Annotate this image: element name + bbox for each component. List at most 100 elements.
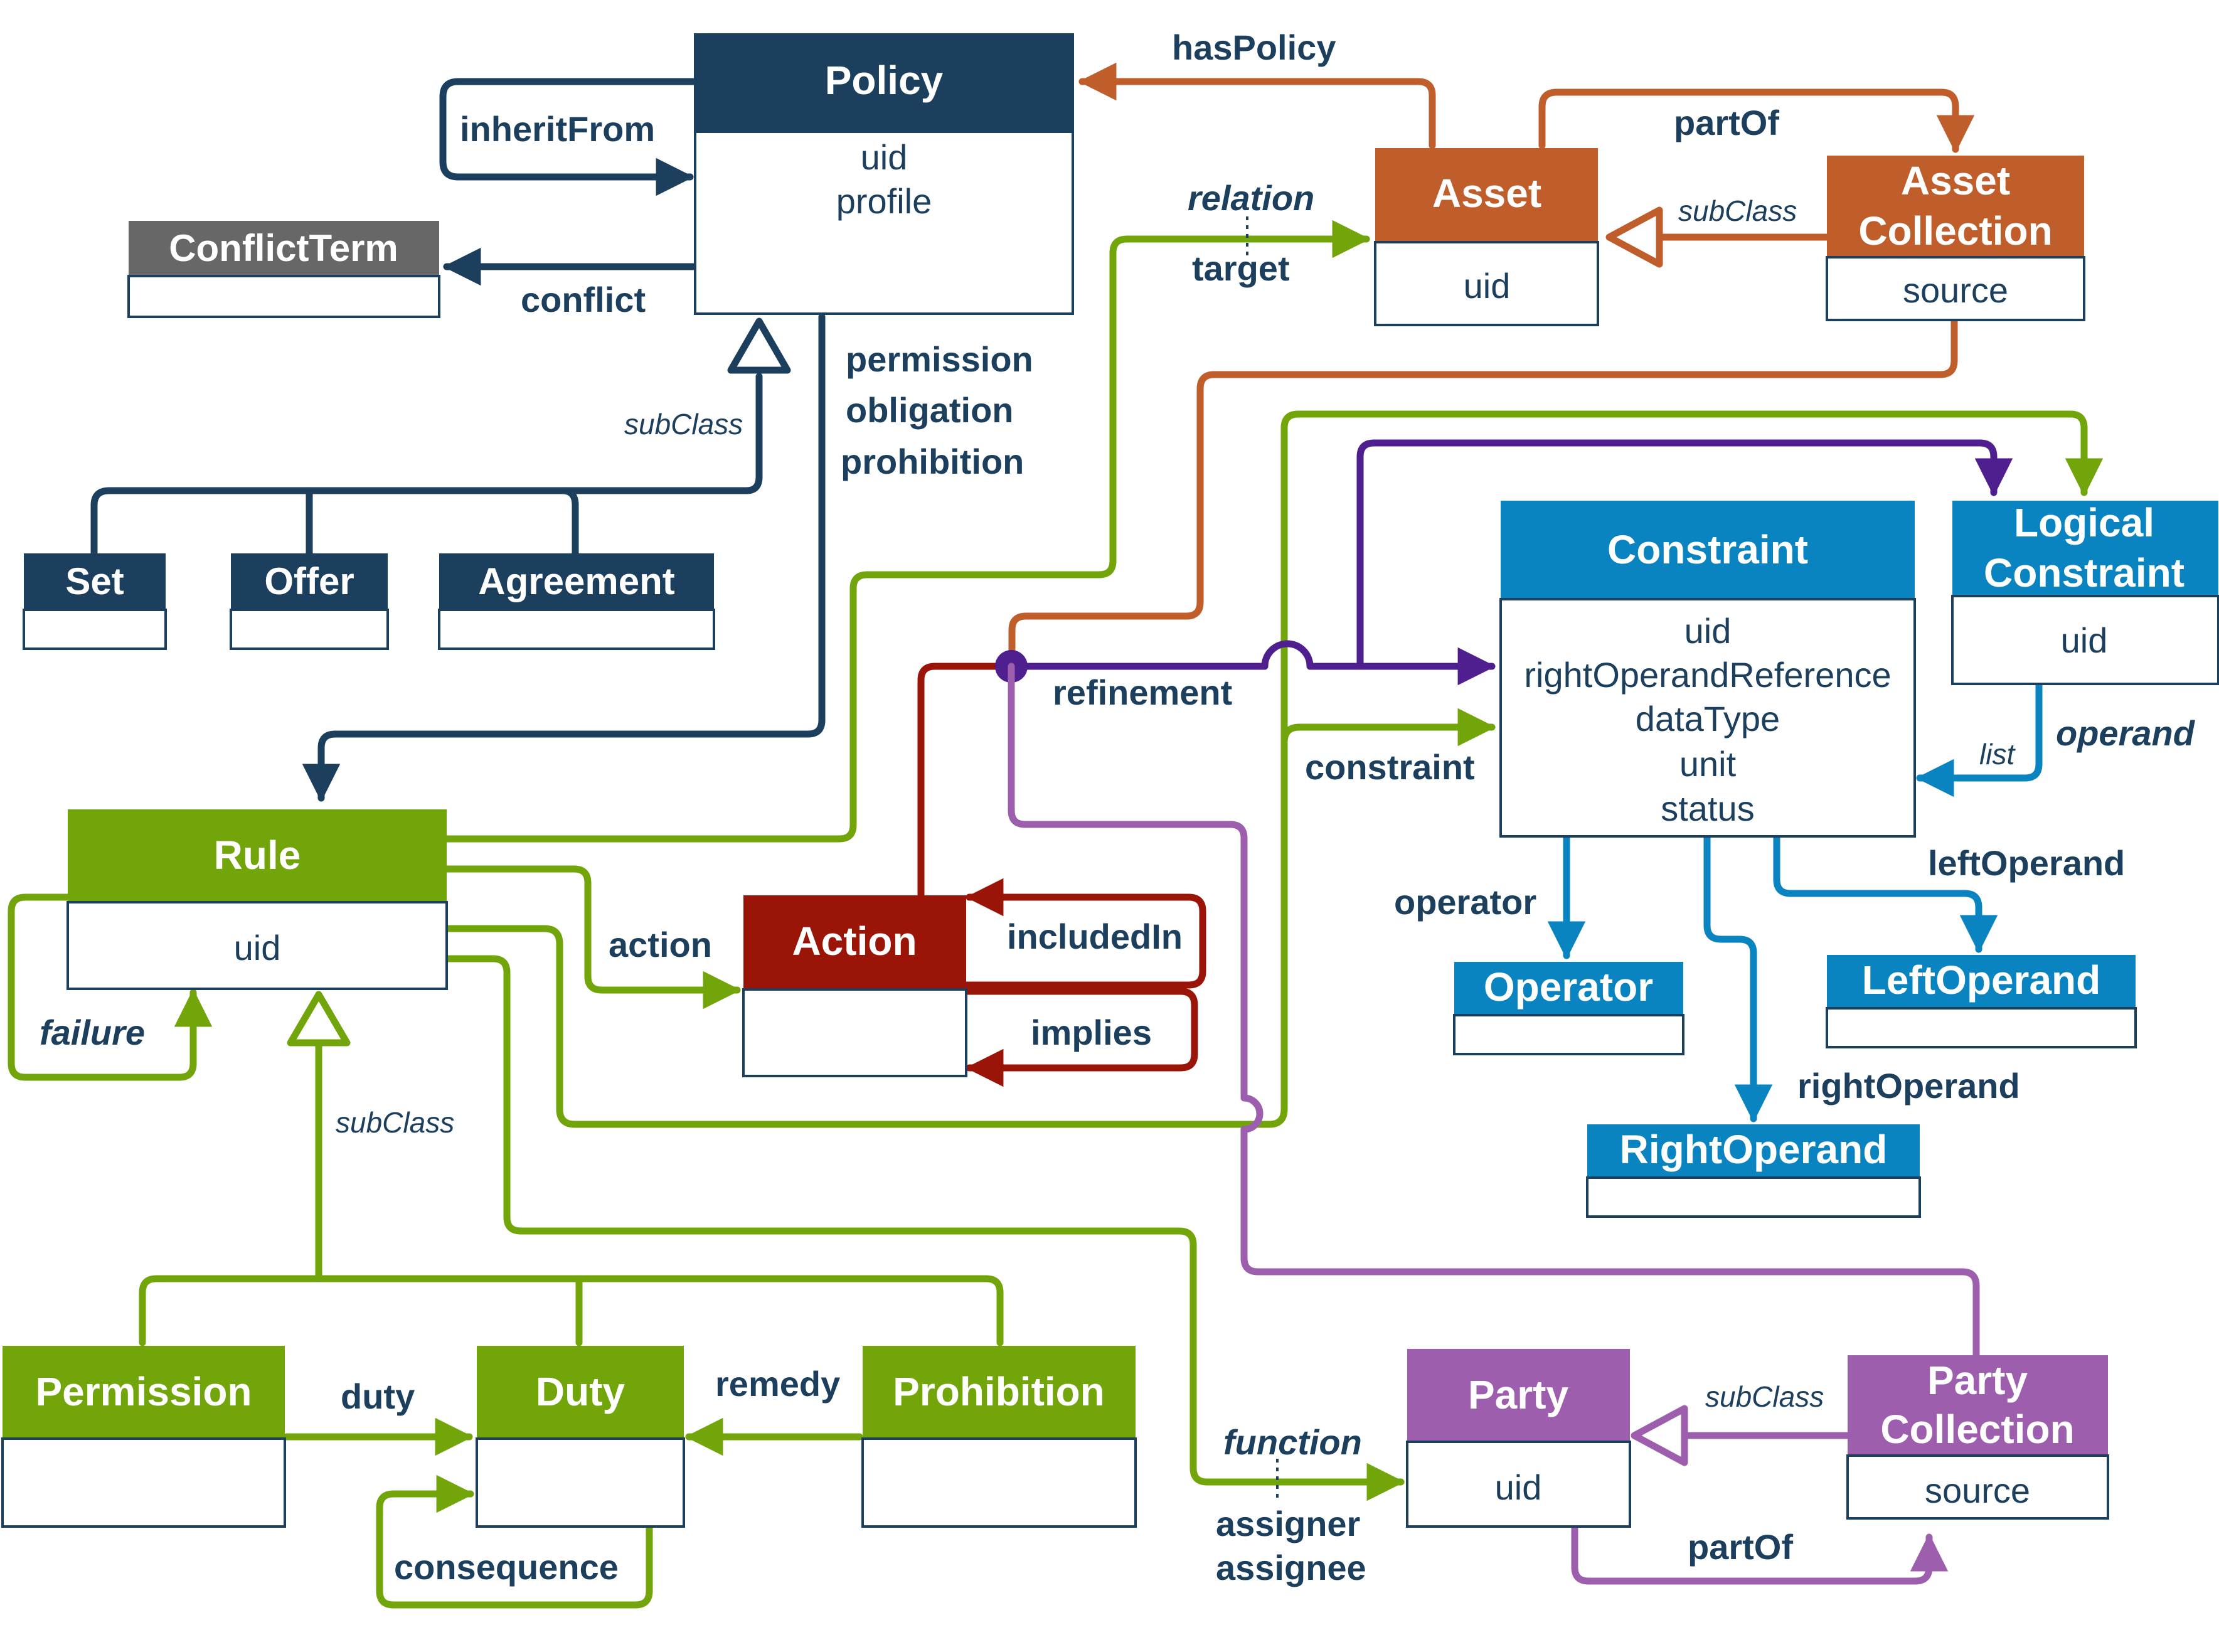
refinement-logical-connector xyxy=(1356,439,2013,670)
constraint-attr-status: status xyxy=(1661,789,1754,828)
label-prohibition: prohibition xyxy=(841,442,1024,481)
asset-collection-class[interactable]: Asset Collection source xyxy=(1826,156,2085,321)
asset-part-of-connector xyxy=(1538,88,1975,154)
implies-connector xyxy=(962,988,1198,1087)
constraint-attr-data-type: dataType xyxy=(1636,699,1780,738)
label-asset-part-of: partOf xyxy=(1674,103,1779,142)
party-title: Party xyxy=(1468,1372,1569,1417)
right-operand-connector xyxy=(1703,833,1773,1123)
policy-class[interactable]: Policy uid profile xyxy=(694,33,1074,315)
constraint-attr-uid: uid xyxy=(1684,611,1732,651)
policy-attr-uid: uid xyxy=(861,137,908,177)
agreement-branch-connector xyxy=(559,487,579,557)
label-consequence: consequence xyxy=(394,1547,619,1587)
action-title: Action xyxy=(792,919,917,964)
label-has-policy: hasPolicy xyxy=(1172,28,1336,67)
conflict-term-class[interactable]: ConflictTerm xyxy=(127,221,440,318)
asset-collection-title-line1: Asset xyxy=(1901,158,2010,203)
party-collection-title-line1: Party xyxy=(1927,1358,2028,1403)
action-connector xyxy=(443,865,742,1010)
has-policy-connector xyxy=(1078,62,1436,149)
label-asset-subclass: subClass xyxy=(1678,195,1797,227)
inherit-from-connector xyxy=(439,78,699,196)
party-class[interactable]: Party uid xyxy=(1406,1349,1631,1528)
rule-title: Rule xyxy=(214,833,301,878)
label-implies: implies xyxy=(1031,1013,1152,1052)
action-class[interactable]: Action xyxy=(742,895,967,1077)
party-collection-class[interactable]: Party Collection source xyxy=(1846,1355,2109,1520)
label-constraint: constraint xyxy=(1305,747,1475,787)
prohibition-class[interactable]: Prohibition xyxy=(861,1346,1137,1528)
permission-class[interactable]: Permission xyxy=(1,1346,286,1528)
label-remedy: remedy xyxy=(715,1364,840,1404)
class-boxes: Policy uid profile ConflictTerm Set Offe… xyxy=(1,33,2219,1528)
party-part-of-connector xyxy=(1571,1522,1949,1585)
label-left-operand: leftOperand xyxy=(1928,843,2125,883)
label-operator: operator xyxy=(1394,882,1536,922)
permission-title: Permission xyxy=(35,1369,252,1414)
asset-title: Asset xyxy=(1432,171,1541,216)
policy-subclass-triangle xyxy=(727,317,791,374)
policy-attr-profile: profile xyxy=(836,181,932,221)
asset-collection-refinement-connector xyxy=(1008,316,1958,671)
asset-collection-attr-source: source xyxy=(1903,270,2008,310)
offer-class[interactable]: Offer xyxy=(230,553,389,650)
logical-constraint-class[interactable]: Logical Constraint uid xyxy=(1951,500,2219,685)
label-operand: operand xyxy=(2056,713,2196,753)
label-right-operand: rightOperand xyxy=(1797,1066,2020,1106)
asset-subclass-triangle xyxy=(1605,206,1663,268)
left-operand-title: LeftOperand xyxy=(1862,957,2100,1003)
label-target: target xyxy=(1192,248,1290,288)
label-duty: duty xyxy=(341,1377,415,1416)
set-class[interactable]: Set xyxy=(23,553,167,650)
rule-subclass-connector xyxy=(139,1275,1004,1346)
operator-class[interactable]: Operator xyxy=(1453,962,1684,1055)
label-action: action xyxy=(609,925,712,964)
failure-connector xyxy=(8,893,213,1081)
label-failure: failure xyxy=(40,1013,145,1052)
logical-constraint-green-connector xyxy=(1280,410,2104,945)
policy-title: Policy xyxy=(825,58,944,103)
asset-collection-title-line2: Collection xyxy=(1858,208,2052,253)
constraint-class[interactable]: Constraint uid rightOperandReference dat… xyxy=(1499,501,1916,838)
label-assignee: assignee xyxy=(1216,1548,1366,1587)
logical-constraint-title-line1: Logical xyxy=(2014,500,2154,545)
left-operand-class[interactable]: LeftOperand xyxy=(1826,955,2137,1048)
rule-subclass-triangle xyxy=(287,991,351,1047)
duty-class[interactable]: Duty xyxy=(476,1346,685,1528)
policy-rule-connector xyxy=(302,313,826,802)
label-refinement: refinement xyxy=(1053,673,1232,712)
party-collection-title-line2: Collection xyxy=(1880,1407,2074,1452)
logical-constraint-attr-uid: uid xyxy=(2061,621,2108,660)
label-party-part-of: partOf xyxy=(1688,1527,1793,1567)
label-conflict: conflict xyxy=(521,280,646,319)
label-relation: relation xyxy=(1188,178,1314,218)
policy-subclass-connector xyxy=(90,373,763,557)
rule-attr-uid: uid xyxy=(234,928,281,967)
right-operand-class[interactable]: RightOperand xyxy=(1586,1124,1921,1218)
label-inherit-from: inheritFrom xyxy=(460,109,655,149)
party-subclass-triangle xyxy=(1631,1405,1688,1466)
label-function: function xyxy=(1223,1422,1362,1462)
operator-title: Operator xyxy=(1484,964,1653,1010)
action-refinement-connector xyxy=(917,663,1015,899)
refinement-connector xyxy=(1008,640,1496,686)
agreement-class[interactable]: Agreement xyxy=(438,553,715,650)
rule-class[interactable]: Rule uid xyxy=(67,809,448,990)
constraint-attr-right-operand-reference: rightOperandReference xyxy=(1524,655,1891,695)
label-assigner: assigner xyxy=(1216,1504,1360,1543)
label-obligation: obligation xyxy=(846,390,1014,430)
operand-connector xyxy=(1915,680,2043,797)
constraint-attr-unit: unit xyxy=(1679,744,1737,784)
prohibition-title: Prohibition xyxy=(893,1369,1105,1414)
logical-constraint-title-line2: Constraint xyxy=(1984,550,2184,595)
left-operand-connector xyxy=(1773,833,1998,954)
agreement-title: Agreement xyxy=(478,560,674,602)
label-policy-subclass: subClass xyxy=(624,408,743,440)
edge-labels: inheritFrom conflict subClass permission… xyxy=(40,28,2196,1587)
included-in-connector xyxy=(962,878,1206,989)
asset-class[interactable]: Asset uid xyxy=(1374,148,1599,326)
right-operand-title: RightOperand xyxy=(1620,1127,1888,1172)
label-rule-subclass: subClass xyxy=(336,1106,454,1139)
